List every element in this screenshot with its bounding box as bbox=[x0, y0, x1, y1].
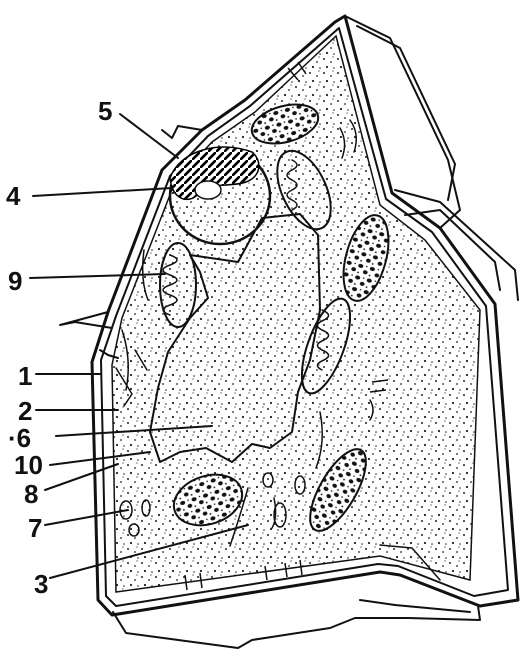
label-8: 8 bbox=[24, 479, 38, 509]
label-3: 3 bbox=[34, 569, 48, 599]
label-6: ·6 bbox=[8, 423, 31, 453]
label-7: 7 bbox=[28, 513, 42, 543]
label-5: 5 bbox=[98, 96, 112, 126]
label-1: 1 bbox=[18, 361, 32, 391]
label-2: 2 bbox=[18, 396, 32, 426]
label-4: 4 bbox=[6, 181, 21, 211]
label-9: 9 bbox=[8, 266, 22, 296]
label-10: 10 bbox=[14, 450, 43, 480]
